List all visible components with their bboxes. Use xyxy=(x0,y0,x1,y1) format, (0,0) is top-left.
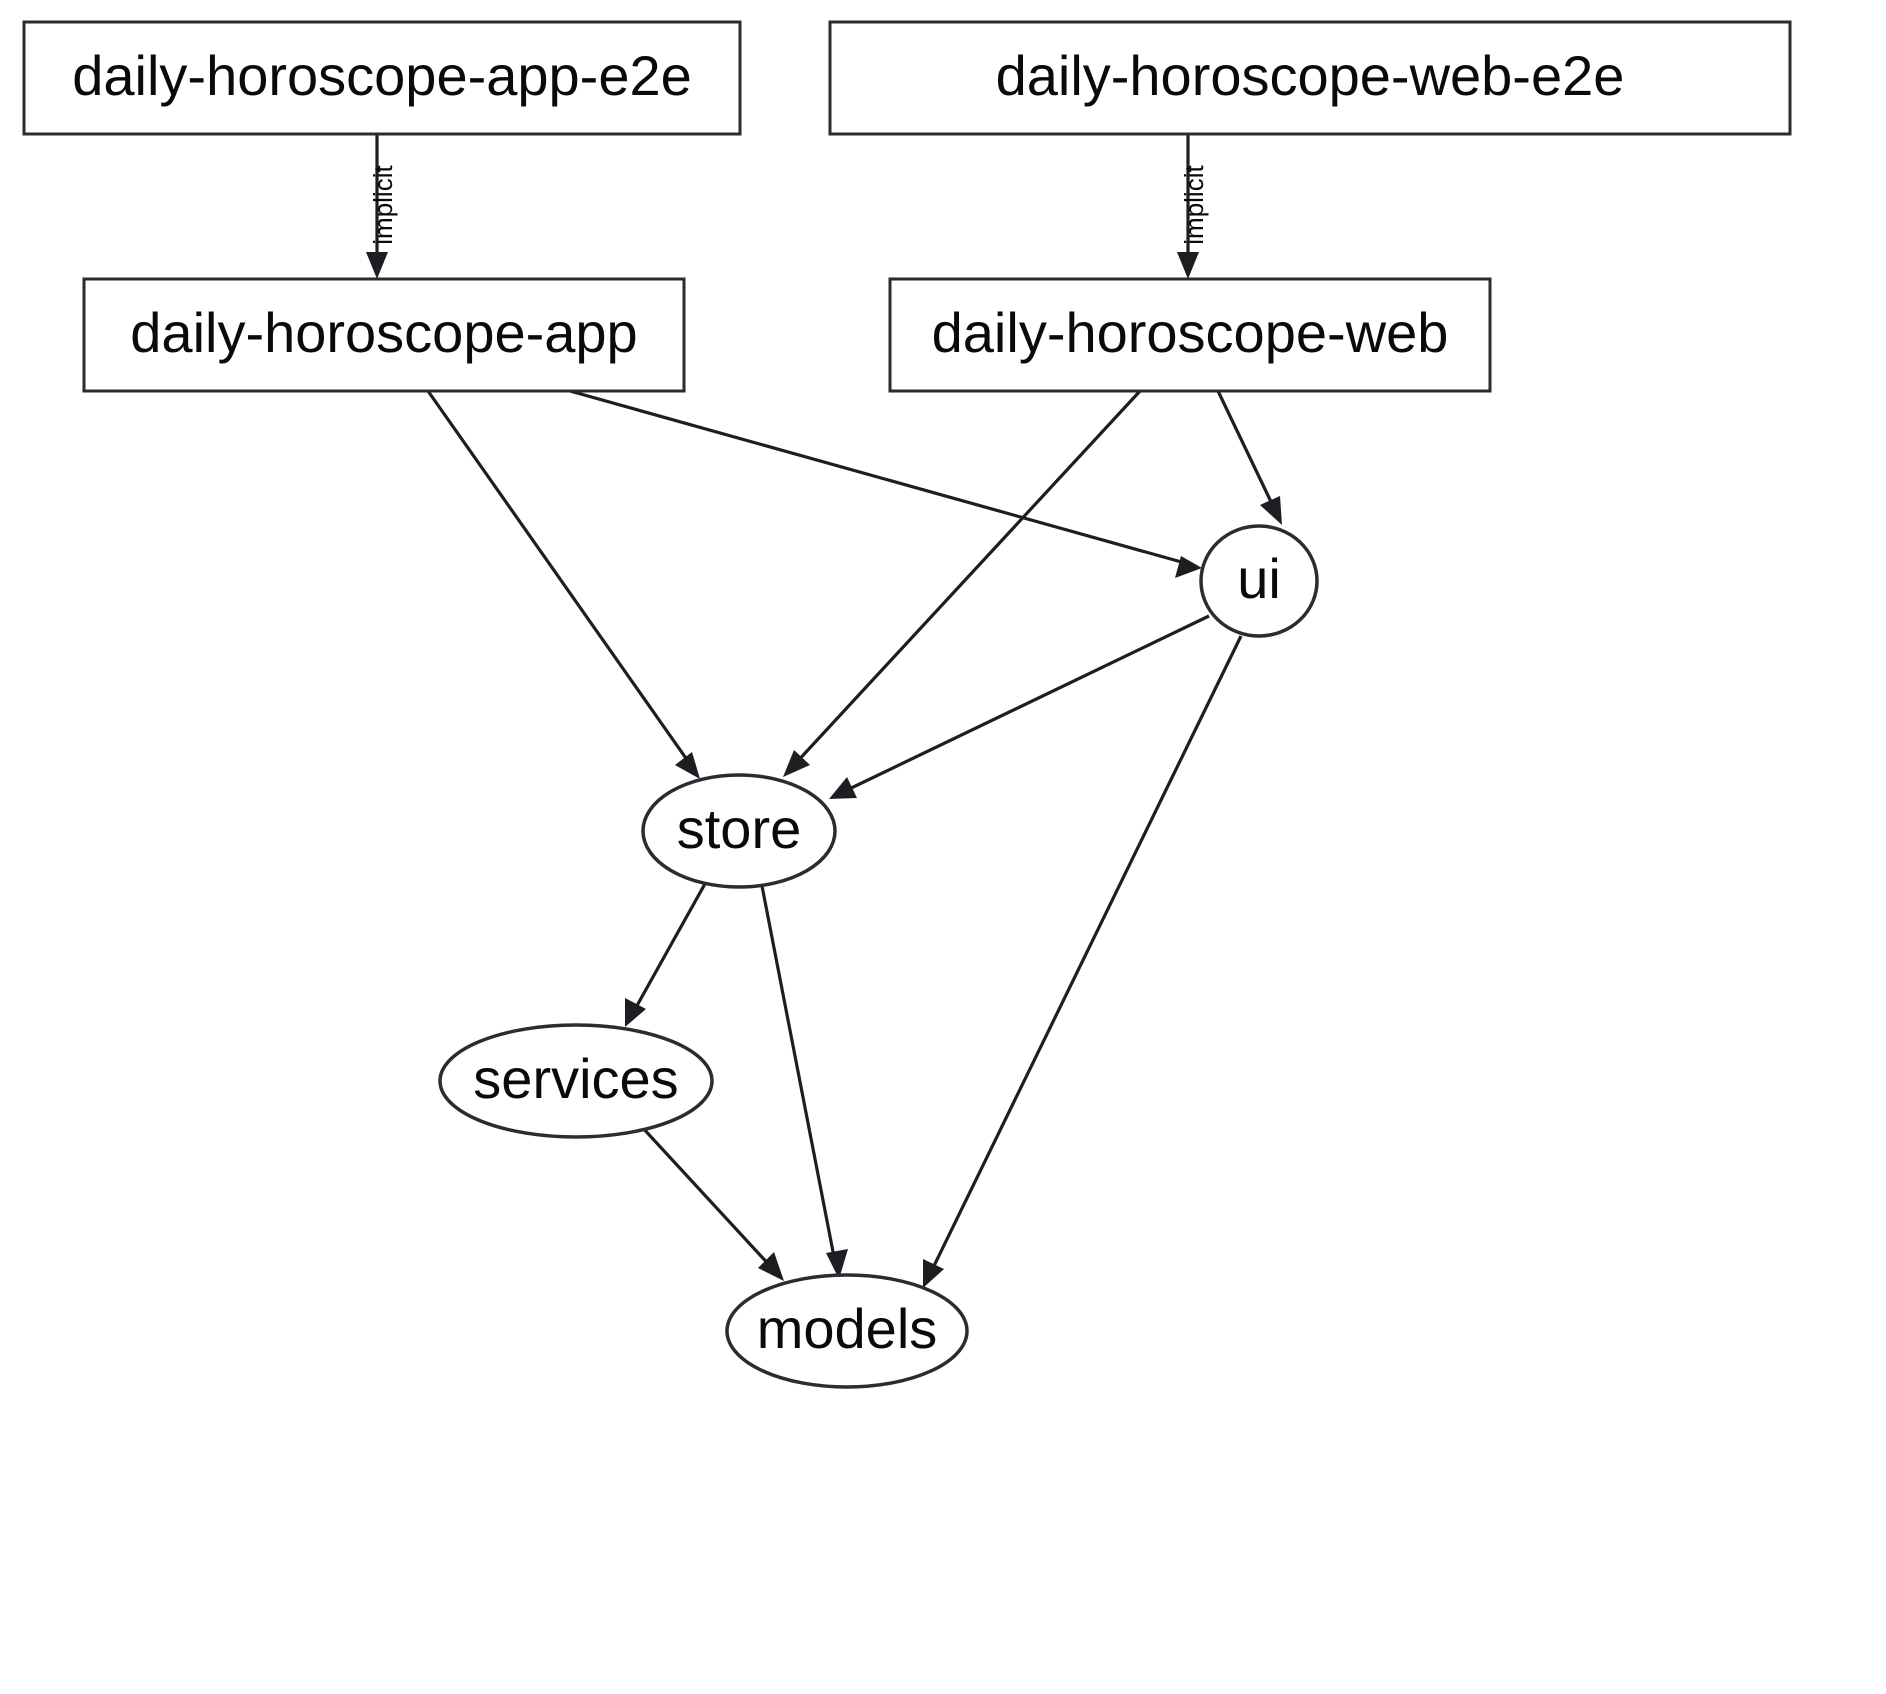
node-ellipse[interactable] xyxy=(641,773,837,889)
edge-web-to-store xyxy=(783,389,1142,777)
arrowhead xyxy=(1177,252,1199,279)
arrowhead xyxy=(625,998,646,1027)
edge-store-to-models xyxy=(760,885,848,1279)
edge-line xyxy=(639,1124,774,1270)
node-label: daily-horoscope-app-e2e xyxy=(72,44,692,107)
edge-line xyxy=(793,389,1142,766)
node-label: daily-horoscope-web xyxy=(932,301,1449,364)
edge-label-implicit: implicit xyxy=(368,165,398,245)
node-ui[interactable]: ui xyxy=(1199,524,1319,638)
node-label: models xyxy=(757,1297,938,1360)
node-store[interactable]: store xyxy=(641,773,837,889)
edge-app-to-store xyxy=(426,390,700,779)
edge-app-e2e-to-app: implicit xyxy=(366,134,398,279)
node-ellipse[interactable] xyxy=(438,1023,714,1139)
arrowhead xyxy=(366,252,388,279)
node-label: daily-horoscope-app xyxy=(130,301,637,364)
node-rect[interactable] xyxy=(888,277,1492,393)
edge-app-to-ui xyxy=(569,389,1202,578)
arrowhead xyxy=(829,777,857,799)
node-daily-horoscope-web-e2e[interactable]: daily-horoscope-web-e2e xyxy=(828,20,1792,136)
edge-web-to-ui xyxy=(1216,390,1282,525)
edge-label-implicit: implicit xyxy=(1179,165,1209,245)
node-ellipse[interactable] xyxy=(725,1273,969,1389)
node-services[interactable]: services xyxy=(438,1023,714,1139)
edge-line xyxy=(760,885,837,1263)
arrowhead xyxy=(826,1249,848,1279)
arrowhead xyxy=(1260,496,1282,525)
edge-line xyxy=(929,635,1243,1273)
node-label: daily-horoscope-web-e2e xyxy=(996,44,1625,107)
edge-store-to-services xyxy=(625,881,708,1027)
edge-line xyxy=(426,390,692,765)
edge-line xyxy=(632,881,708,1012)
arrowhead xyxy=(783,750,810,777)
edge-line xyxy=(569,389,1186,565)
node-label: services xyxy=(473,1047,678,1110)
arrowhead xyxy=(1175,556,1202,578)
edge-services-to-models xyxy=(639,1124,784,1281)
edge-line xyxy=(844,614,1210,793)
node-label: ui xyxy=(1237,547,1281,610)
edge-ui-to-store xyxy=(829,614,1210,799)
node-rect[interactable] xyxy=(828,20,1792,136)
edge-line xyxy=(1216,390,1276,509)
node-daily-horoscope-app[interactable]: daily-horoscope-app xyxy=(82,277,686,393)
edge-ui-to-models xyxy=(923,635,1243,1288)
edge-web-e2e-to-web: implicit xyxy=(1177,134,1209,279)
node-models[interactable]: models xyxy=(725,1273,969,1389)
node-daily-horoscope-web[interactable]: daily-horoscope-web xyxy=(888,277,1492,393)
node-rect[interactable] xyxy=(22,20,742,136)
arrowhead xyxy=(675,752,700,779)
node-rect[interactable] xyxy=(82,277,686,393)
node-daily-horoscope-app-e2e[interactable]: daily-horoscope-app-e2e xyxy=(22,20,742,136)
node-ellipse[interactable] xyxy=(1199,524,1319,638)
node-label: store xyxy=(677,797,802,860)
arrowhead xyxy=(758,1252,784,1281)
arrowhead xyxy=(923,1259,944,1288)
